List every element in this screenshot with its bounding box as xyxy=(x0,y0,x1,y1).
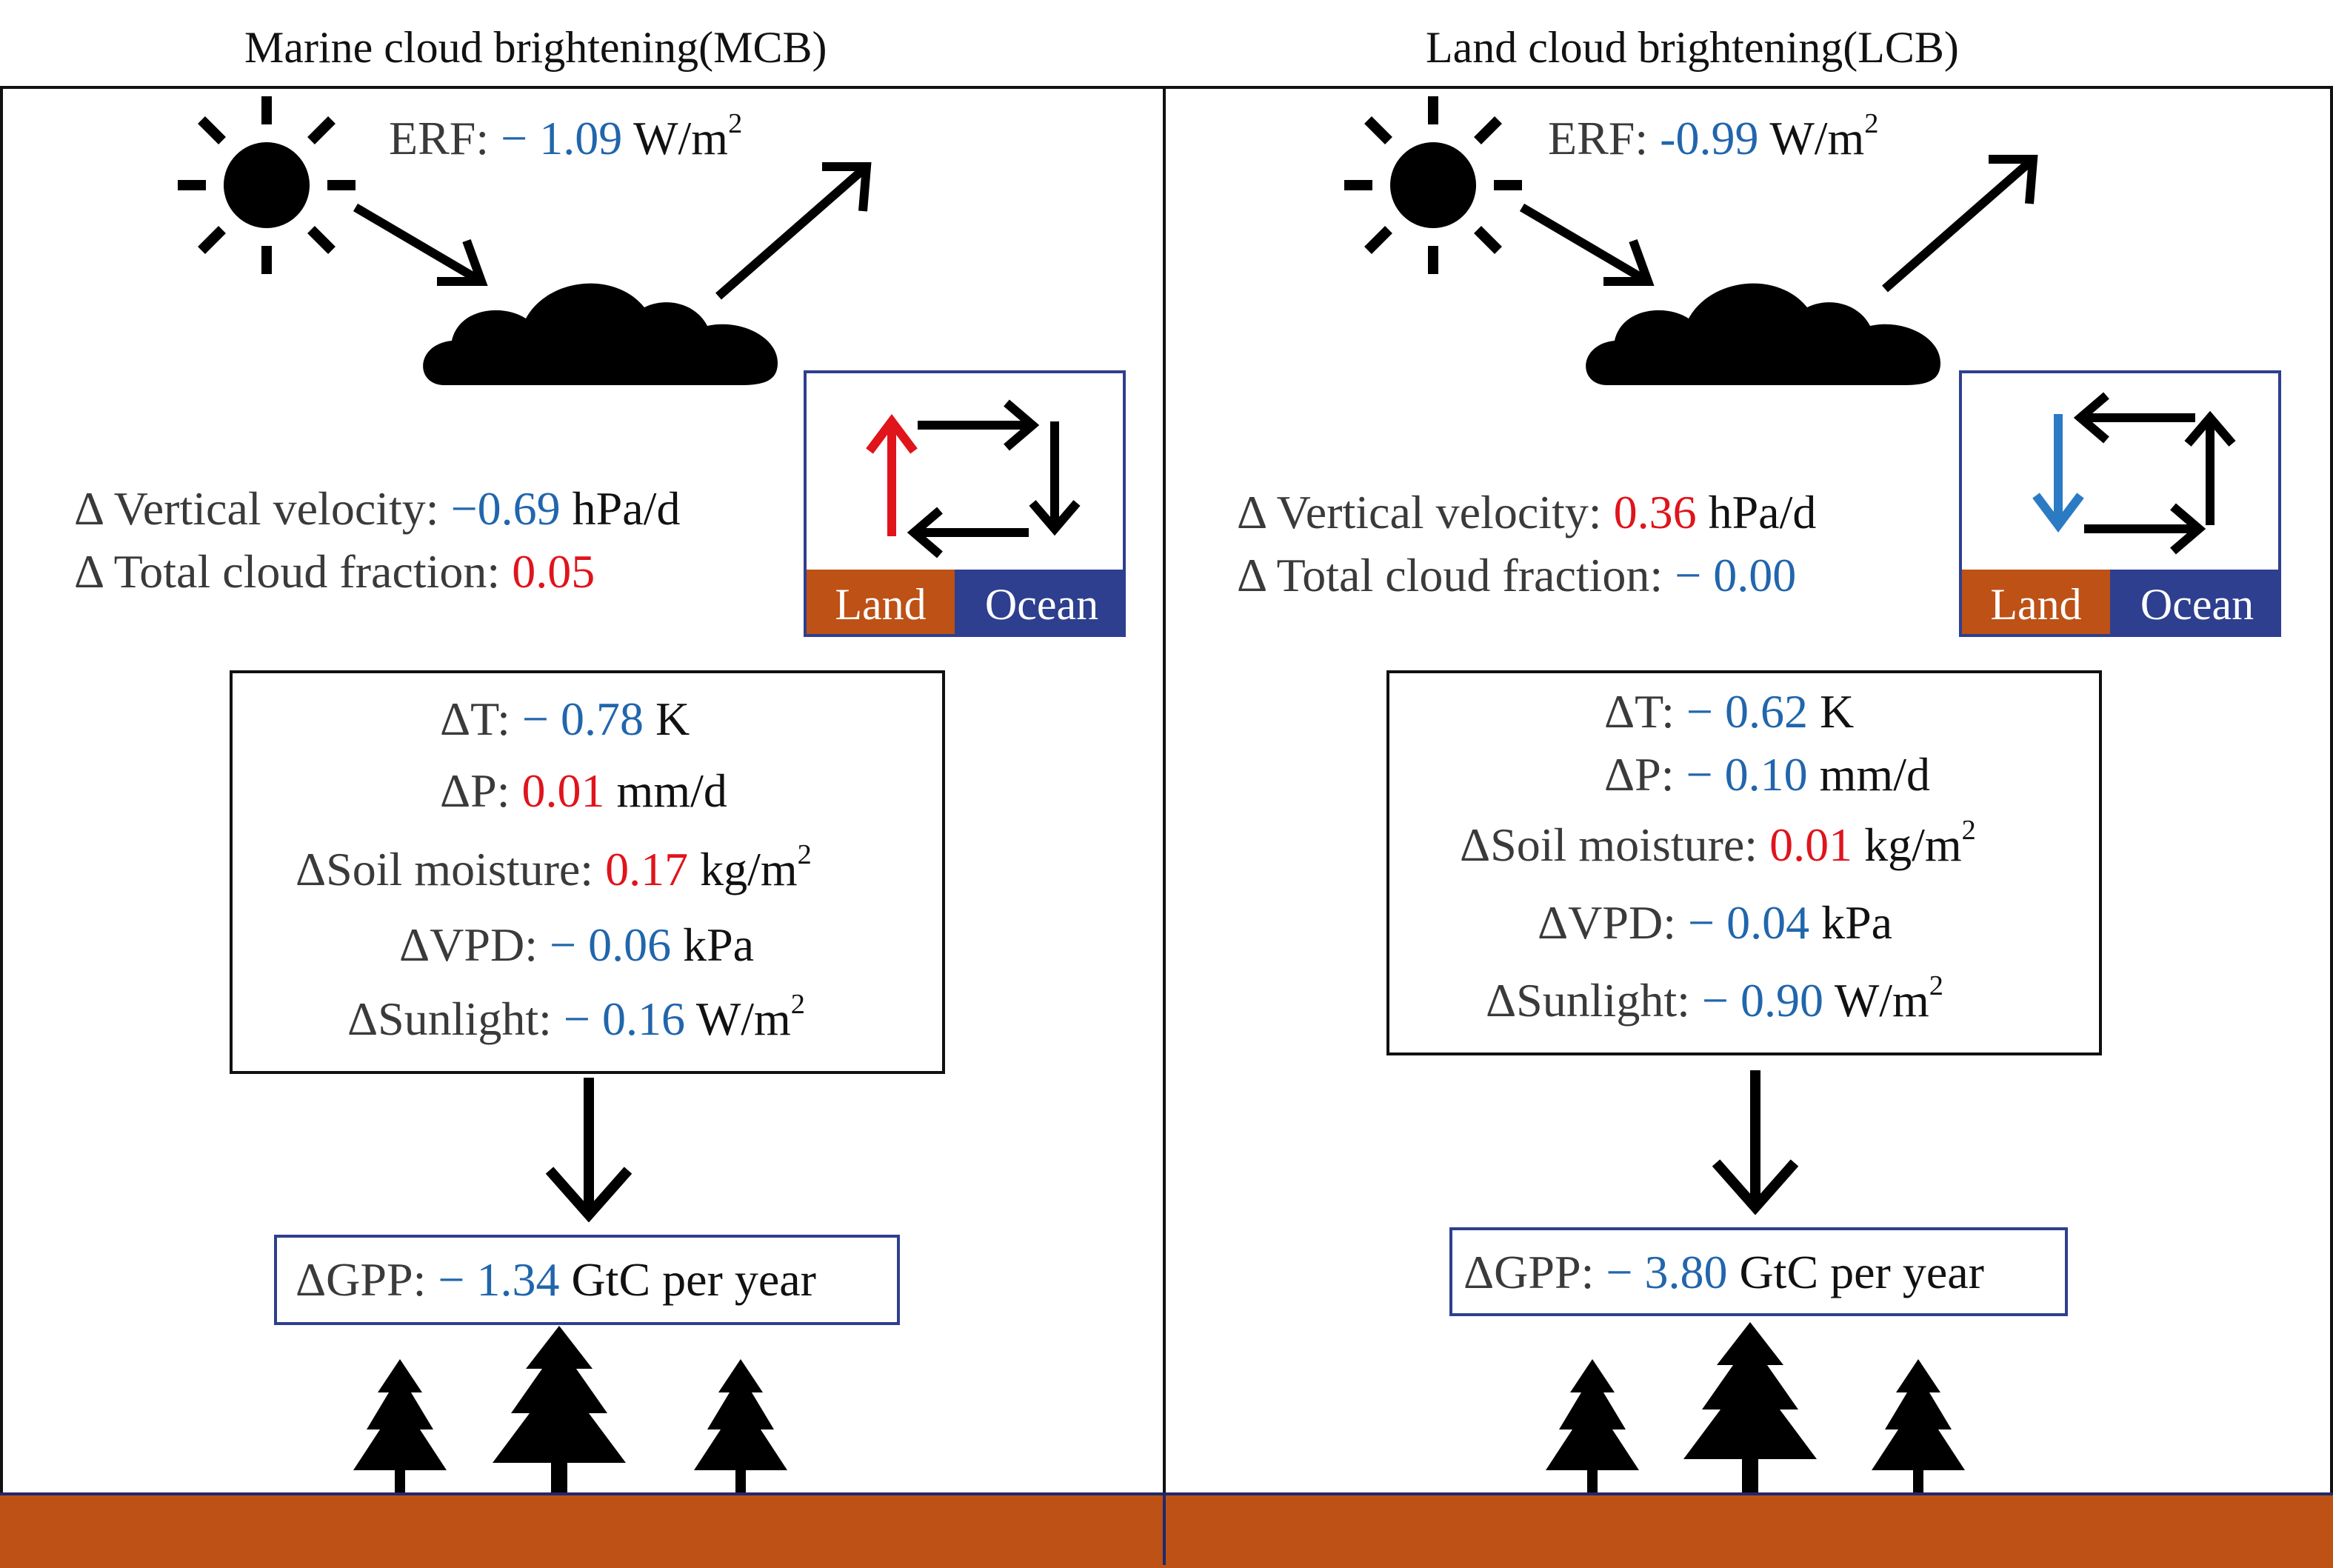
tree-icon xyxy=(1546,1359,1639,1496)
cloud-icon xyxy=(423,283,778,385)
delta-gpp: ΔGPP: − 1.34 GtC per year xyxy=(296,1253,816,1306)
mcb-down-arrow xyxy=(545,1078,633,1222)
mcb-changes-box: ΔT: − 0.78 K ΔP: 0.01 mm/d ΔSoil moistur… xyxy=(230,670,945,1074)
delta-p: ΔP: − 0.10 mm/d xyxy=(1604,748,1930,801)
reflected-radiation-arrow xyxy=(1882,155,2038,293)
circulation-arrows-icon xyxy=(2032,392,2236,555)
tree-icon xyxy=(353,1359,447,1496)
sun-icon xyxy=(178,96,356,274)
incoming-radiation-arrow xyxy=(353,203,488,286)
delta-p: ΔP: 0.01 mm/d xyxy=(440,764,727,817)
panel-divider xyxy=(1163,1492,1166,1565)
ground-strip xyxy=(0,1492,2333,1568)
incoming-radiation-arrow xyxy=(1519,203,1655,286)
mcb-title: Marine cloud brightening(MCB) xyxy=(244,23,827,72)
mcb-erf: ERF: − 1.09 W/m2 xyxy=(389,108,743,164)
lcb-changes-box: ΔT: − 0.62 K ΔP: − 0.10 mm/d ΔSoil moist… xyxy=(1386,670,2102,1055)
mcb-cloud-fraction: Δ Total cloud fraction: 0.05 xyxy=(74,545,595,598)
inset-ocean-label: Ocean xyxy=(955,570,1123,634)
reflected-radiation-arrow xyxy=(715,162,872,300)
lcb-cloud-fraction: Δ Total cloud fraction: − 0.00 xyxy=(1237,549,1797,601)
delta-sunlight: ΔSunlight: − 0.16 W/m2 xyxy=(347,989,805,1045)
tree-icon xyxy=(694,1359,787,1496)
delta-sunlight: ΔSunlight: − 0.90 W/m2 xyxy=(1486,970,1943,1027)
inset-land-label: Land xyxy=(1962,570,2110,634)
delta-soil-moisture: ΔSoil moisture: 0.01 kg/m2 xyxy=(1460,815,1976,871)
delta-gpp: ΔGPP: − 3.80 GtC per year xyxy=(1463,1246,1984,1298)
inset-ocean-label: Ocean xyxy=(2110,570,2278,634)
mcb-gpp-box: ΔGPP: − 1.34 GtC per year xyxy=(274,1235,900,1325)
delta-vpd: ΔVPD: − 0.04 kPa xyxy=(1538,896,1893,949)
tree-icon xyxy=(493,1326,626,1496)
lcb-erf: ERF: -0.99 W/m2 xyxy=(1548,108,1879,164)
delta-t: ΔT: − 0.62 K xyxy=(1604,685,1855,738)
lcb-gpp-box: ΔGPP: − 3.80 GtC per year xyxy=(1449,1227,2068,1316)
mcb-circulation-inset: Land Ocean xyxy=(804,370,1126,637)
lcb-title: Land cloud brightening(LCB) xyxy=(1426,23,1959,72)
sun-icon xyxy=(1344,96,1522,274)
lcb-circulation-inset: Land Ocean xyxy=(1959,370,2281,637)
tree-icon xyxy=(1683,1322,1817,1492)
cloud-icon xyxy=(1586,283,1940,385)
lcb-vertical-velocity: Δ Vertical velocity: 0.36 hPa/d xyxy=(1237,486,1817,538)
mcb-vertical-velocity: Δ Vertical velocity: −0.69 hPa/d xyxy=(74,482,681,535)
delta-vpd: ΔVPD: − 0.06 kPa xyxy=(399,918,755,971)
circulation-arrows-icon xyxy=(866,399,1081,558)
inset-land-label: Land xyxy=(807,570,955,634)
tree-icon xyxy=(1872,1359,1965,1496)
lcb-down-arrow xyxy=(1712,1070,1799,1215)
delta-soil-moisture: ΔSoil moisture: 0.17 kg/m2 xyxy=(296,839,812,895)
delta-t: ΔT: − 0.78 K xyxy=(440,693,690,745)
